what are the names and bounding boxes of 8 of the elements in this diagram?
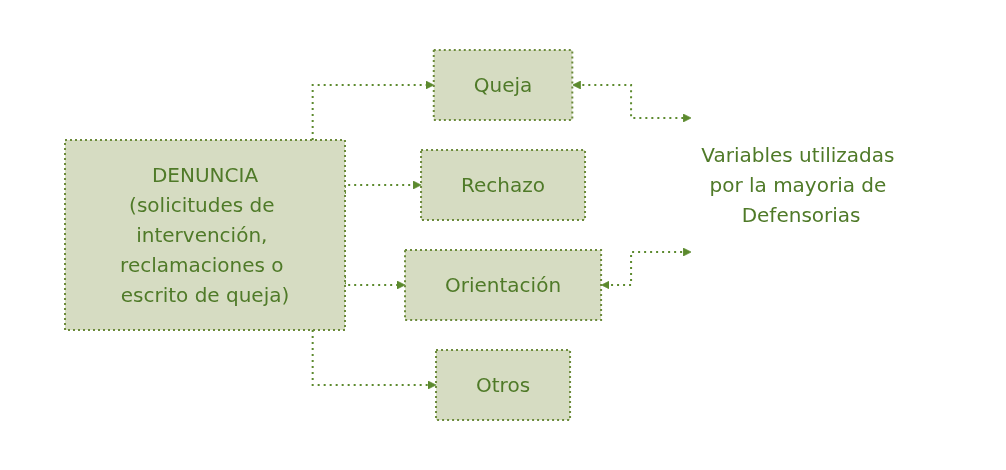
node-box: Rechazo <box>420 149 586 221</box>
node-box: DENUNCIA (solicitudes de intervención, reclamaciones o escrito de queja) <box>63 139 346 331</box>
arrow <box>572 80 692 123</box>
arrow <box>601 247 692 290</box>
node-box: Otros <box>435 349 571 421</box>
node-box: Orientación <box>403 249 603 321</box>
node-box: Queja <box>432 49 574 121</box>
node-text: Variables utilizadas por la mayoria de Defensorias <box>701 143 895 227</box>
